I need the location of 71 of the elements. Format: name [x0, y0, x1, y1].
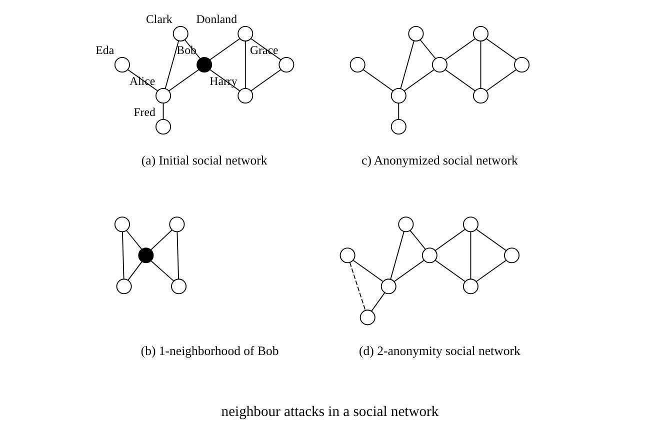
label: (b) 1-neighborhood of Bob — [140, 344, 278, 358]
node-circle — [168, 216, 184, 232]
node-circle — [398, 216, 414, 232]
node-circle — [390, 119, 406, 135]
connector — [168, 69, 199, 92]
node-circle — [155, 88, 171, 104]
connector — [150, 229, 172, 250]
connector — [176, 231, 179, 280]
connector — [419, 40, 436, 59]
node-circle — [278, 56, 294, 72]
connector — [370, 292, 385, 312]
node-circle — [237, 26, 253, 42]
node-circle — [431, 56, 447, 72]
connector — [150, 260, 174, 282]
node-circle — [114, 216, 130, 232]
connector — [250, 69, 281, 92]
connector — [434, 260, 466, 282]
connector — [470, 231, 471, 280]
connector — [244, 40, 246, 89]
node-circle — [349, 56, 365, 72]
label: (d) 2-anonymity social network — [358, 344, 520, 358]
node-circle — [462, 278, 478, 294]
connector — [444, 38, 475, 60]
connector — [162, 102, 164, 120]
connector — [122, 231, 124, 280]
node-label: Donland — [196, 12, 237, 26]
node-circle — [380, 278, 396, 294]
connector — [475, 260, 506, 282]
connector — [444, 69, 476, 92]
connector — [475, 228, 506, 251]
connector — [403, 69, 434, 92]
node-dot — [196, 56, 212, 72]
label: c) Anonymized social network — [361, 153, 518, 168]
connector — [348, 262, 366, 311]
caption: neighbour attacks in a social network — [220, 404, 438, 420]
node-circle — [514, 56, 530, 72]
node-dot — [138, 248, 154, 264]
connector — [485, 69, 516, 92]
connector — [352, 260, 383, 282]
node-label: Clark — [146, 12, 172, 26]
connector — [126, 230, 142, 250]
node-circle — [504, 248, 520, 264]
connector — [393, 260, 424, 282]
connector — [480, 40, 481, 89]
connector — [362, 69, 393, 92]
connector — [398, 102, 399, 120]
connector — [127, 261, 142, 281]
node-label: Eda — [95, 43, 114, 58]
node-circle — [359, 310, 375, 326]
node-circle — [390, 88, 406, 104]
node-circle — [155, 119, 171, 135]
node-circle — [172, 26, 188, 42]
connector — [400, 40, 414, 90]
node-circle — [421, 248, 437, 264]
connector — [409, 230, 426, 250]
node-label: Fred — [133, 105, 155, 120]
node-circle — [472, 26, 488, 42]
connector — [486, 38, 516, 60]
node-circle — [170, 278, 186, 294]
node-circle — [114, 56, 130, 72]
connector — [390, 231, 404, 280]
node-circle — [237, 88, 253, 104]
label: (a) Initial social network — [140, 153, 267, 168]
connector — [434, 228, 465, 251]
connector — [164, 40, 179, 90]
node-circle — [116, 278, 132, 294]
node-circle — [408, 26, 424, 42]
connector — [209, 38, 240, 60]
node-circle — [462, 216, 478, 232]
node-circle — [339, 248, 355, 264]
node-circle — [472, 88, 488, 104]
